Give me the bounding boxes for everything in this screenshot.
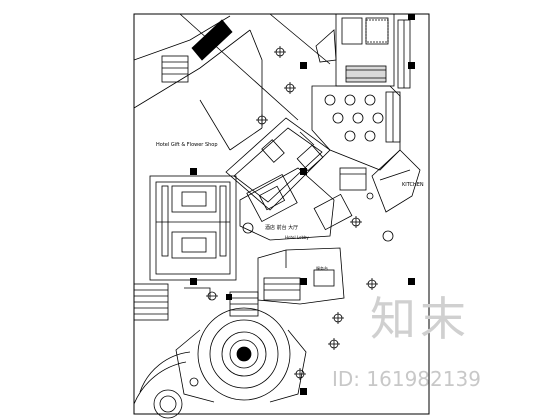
structural-columns bbox=[190, 14, 415, 395]
adjacent-building-outline bbox=[133, 13, 331, 151]
lobby-lounge bbox=[239, 167, 367, 241]
lower-stair bbox=[133, 283, 259, 321]
kitchen-area bbox=[371, 149, 421, 242]
table-symbols bbox=[189, 46, 378, 387]
lobby-label: 酒店 前台 大厅 bbox=[265, 225, 299, 231]
lobby-diagonal-band bbox=[225, 117, 331, 211]
restaurant-seating bbox=[311, 85, 401, 171]
service-desk-label: 服务台 bbox=[316, 266, 328, 271]
stair-shaft bbox=[161, 19, 233, 83]
watermark-logo: 知末 bbox=[370, 292, 470, 346]
left-lounge-room bbox=[149, 175, 237, 281]
lobby-english-label: Hotel Lobby bbox=[285, 235, 309, 240]
reception-room bbox=[257, 247, 345, 305]
sheet-border bbox=[133, 13, 430, 415]
gift-shop-label: Hotel Gift & Flower Shop bbox=[156, 142, 218, 148]
watermark-id: ID: 161982139 bbox=[332, 367, 481, 391]
service-rooms bbox=[315, 13, 411, 89]
circular-feature bbox=[133, 307, 307, 419]
kitchen-label: KITCHEN bbox=[402, 182, 424, 188]
